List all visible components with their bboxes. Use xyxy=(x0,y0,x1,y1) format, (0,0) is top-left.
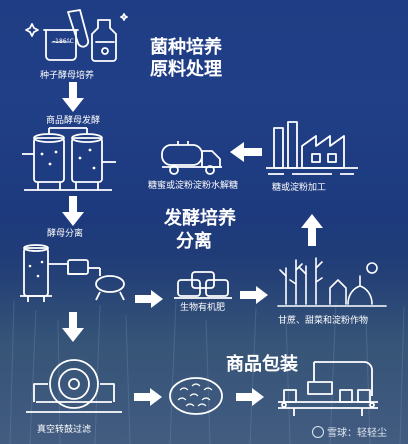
lab-temp-label: -186°C xyxy=(53,38,74,45)
arrow-down-2 xyxy=(62,196,84,226)
arrow-right-3 xyxy=(134,388,162,406)
seed-culture-label: 种子酵母培养 xyxy=(40,71,95,81)
fermentation-tanks-icon xyxy=(22,127,116,191)
sugar-factory-icon xyxy=(266,121,358,175)
arrow-down-3 xyxy=(62,312,84,342)
arrow-down-1 xyxy=(62,82,84,112)
heading-packaging: 商品包装 xyxy=(226,354,298,375)
arrow-right-1 xyxy=(135,290,163,308)
heading-strain-prep-line2: 原料处理 xyxy=(150,59,222,80)
separator-equipment-icon xyxy=(20,244,125,302)
crops-label: 甘蔗、甜菜和淀粉作物 xyxy=(278,316,369,326)
commercial-ferment-label: 商品酵母发酵 xyxy=(46,116,101,126)
arrow-left-1 xyxy=(230,142,262,162)
heading-ferment-sep-line2: 分离 xyxy=(176,231,212,252)
heading-ferment-sep-line1: 发酵培养 xyxy=(164,208,236,229)
molasses-starch-label: 糖蜜或淀粉淀粉水解糖 xyxy=(148,181,239,191)
vacuum-drum-filter-icon xyxy=(26,359,122,413)
watermark: 雪球：轻轻尘 xyxy=(312,424,387,439)
arrow-up-1 xyxy=(301,214,323,246)
arrow-right-4 xyxy=(236,388,264,406)
packaging-machine-icon xyxy=(278,361,378,416)
tanker-truck-icon xyxy=(161,141,222,175)
yeast-separation-label: 酵母分离 xyxy=(47,229,84,239)
bio-fertilizer-label: 生物有机肥 xyxy=(180,303,226,313)
heading-strain-prep-line1: 菌种培养 xyxy=(150,37,222,58)
yeast-granules-icon xyxy=(169,377,223,415)
crops-field-icon xyxy=(277,257,387,307)
lab-flasks-icon xyxy=(25,9,128,62)
snowball-logo-icon xyxy=(312,425,324,438)
watermark-text: 雪球：轻轻尘 xyxy=(327,428,387,439)
sugar-processing-label: 糖或淀粉加工 xyxy=(272,183,327,193)
vacuum-drum-label: 真空转鼓过滤 xyxy=(37,425,92,435)
fertilizer-bags-icon xyxy=(174,271,232,299)
arrow-right-2 xyxy=(240,286,268,304)
